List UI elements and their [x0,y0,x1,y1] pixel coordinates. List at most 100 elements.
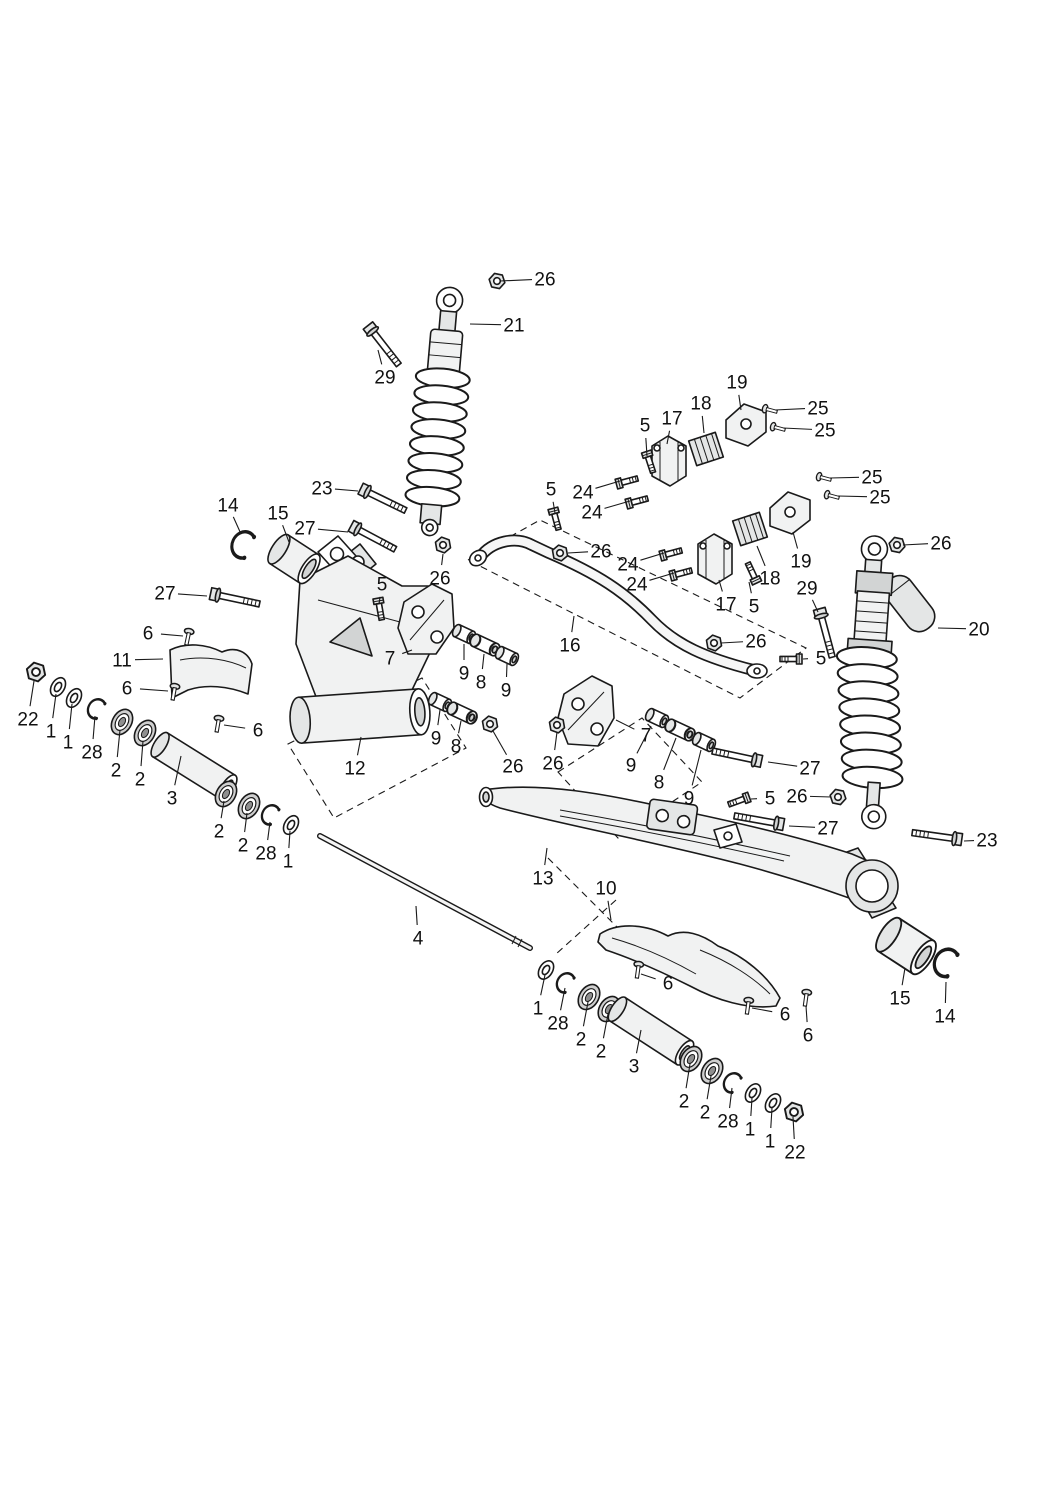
torque-rod [317,833,533,951]
callout-label: 24 [572,483,594,504]
callout-label: 19 [790,552,811,573]
leader-line [68,703,73,730]
leader-line [649,572,675,581]
leader-line [415,905,418,926]
bar-clamp-assembly-upper [614,403,787,510]
callout-label: 20 [968,620,989,641]
leader-line [748,581,752,594]
leader-line [177,593,208,597]
guard-lower [597,925,781,1008]
leader-line [282,524,290,543]
leader-line [805,1005,808,1023]
callout-label: 1 [283,852,294,873]
callout-label: 1 [63,733,74,754]
link-bracket-left [397,583,455,655]
leader-line [729,1087,733,1109]
callout-label: 6 [803,1026,814,1047]
leader-line [92,715,96,740]
callout-label: 2 [596,1042,607,1063]
callout-label: 24 [581,503,603,524]
leader-line [52,693,57,719]
callout-label: 6 [780,1005,791,1026]
callout-label: 5 [749,597,760,618]
leader-line [356,736,362,756]
leader-line [220,800,225,819]
callout-label: 28 [255,844,276,865]
leader-line [640,973,656,980]
leader-line [540,974,546,996]
leader-line [377,349,383,365]
leader-line [481,653,485,670]
callout-label: 28 [717,1112,738,1133]
leader-line [788,825,816,828]
guard-upper [169,644,253,699]
callout-label: 26 [590,542,611,563]
bushing-set-right [643,706,718,754]
callout-label: 25 [814,421,835,442]
leader-line [706,1075,712,1100]
callout-label: 28 [547,1014,568,1035]
callout-label: 7 [385,649,396,670]
callout-label: 2 [576,1030,587,1051]
callout-label: 24 [626,575,648,596]
callout-label: 5 [546,480,557,501]
callout-label: 14 [217,496,239,517]
leader-line [774,408,806,411]
callout-label: 1 [46,722,57,743]
callout-label: 24 [617,555,639,576]
leader-line [595,480,621,489]
callout-label: 18 [759,569,780,590]
callout-label: 2 [700,1103,711,1124]
callout-label: 9 [431,729,442,750]
leader-line [750,1097,753,1117]
leader-line [685,1063,691,1089]
leader-line [441,553,444,566]
leader-line [666,430,671,445]
leader-line [288,830,291,849]
callout-label: 22 [17,710,38,731]
callout-label: 25 [869,488,890,509]
leader-line [334,488,359,492]
shock-absorber-upper [404,286,471,537]
callout-label: 8 [476,673,487,694]
callout-label: 5 [765,789,776,810]
leader-line [469,323,502,326]
leader-line [691,749,702,786]
leader-line [552,501,556,514]
leader-line [607,900,612,921]
callout-label: 16 [559,636,580,657]
leader-line [139,688,169,692]
leader-line [244,812,248,833]
leader-line [751,1007,773,1013]
leader-line [738,394,742,411]
leader-line [663,737,677,771]
callout-label: 18 [690,394,711,415]
leader-line [499,279,533,282]
leader-line [602,1013,609,1039]
callout-label: 25 [861,468,882,489]
bar-clamp-assembly-lower [658,471,841,586]
callout-label: 26 [930,534,951,555]
leader-line [782,427,813,430]
leader-line [770,1107,773,1129]
leader-line [615,719,635,730]
callout-label: 9 [501,681,512,702]
callout-label: 15 [267,504,288,525]
leader-line [437,709,441,726]
leader-line [267,821,271,841]
leader-line [636,725,652,754]
callout-label: 9 [459,664,470,685]
leader-line [458,720,462,734]
leader-line [571,615,575,633]
callout-layer: 2621292319181752525242452624242525191817… [17,270,997,1164]
leader-line [160,633,184,637]
callout-label: 23 [976,831,997,852]
callout-label: 25 [807,399,828,420]
callout-label: 27 [817,819,838,840]
leader-line [567,551,589,554]
callout-label: 2 [214,822,225,843]
callout-label: 17 [715,595,736,616]
leader-line [604,500,631,509]
callout-label: 26 [745,632,766,653]
